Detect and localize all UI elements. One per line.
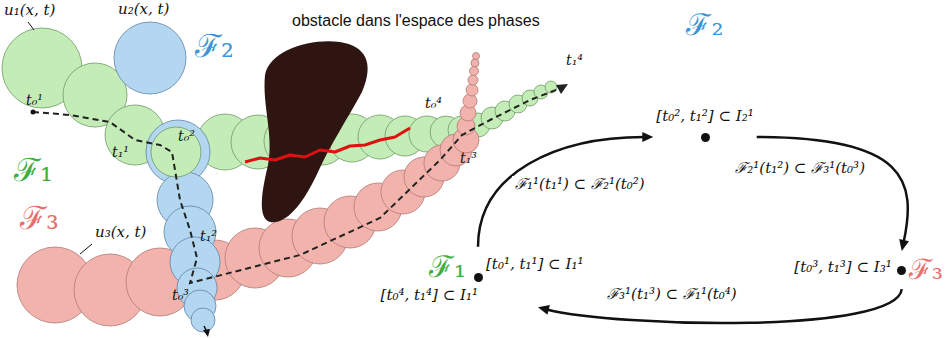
node-dot bbox=[897, 266, 906, 275]
arrowhead bbox=[642, 132, 653, 142]
node-dot bbox=[474, 273, 483, 282]
time-label: t₁³ bbox=[460, 150, 477, 166]
time-label: t₁¹ bbox=[112, 144, 129, 160]
edge-label: ℱ₂¹(t₁²) ⊂ ℱ₃¹(t₀³) bbox=[732, 160, 868, 177]
time-label: t₀² bbox=[178, 128, 195, 144]
pink-disc bbox=[468, 75, 478, 85]
cycle-arrow bbox=[757, 137, 908, 242]
pink-disc bbox=[473, 53, 480, 60]
intersection-line bbox=[245, 128, 410, 162]
leader-line bbox=[80, 244, 92, 254]
field-label: u₃(x, t) bbox=[95, 224, 146, 241]
node-dot bbox=[701, 133, 710, 142]
pink-disc bbox=[470, 67, 479, 76]
time-label: t₀¹ bbox=[26, 92, 43, 108]
time-label: t₁⁴ bbox=[566, 52, 583, 68]
family-label: ℱ₂ bbox=[195, 28, 234, 65]
obstacle-shape bbox=[262, 41, 368, 222]
pink-disc bbox=[471, 59, 479, 67]
interval-label: [t₀³, t₁³] ⊂ I₃¹ bbox=[794, 259, 891, 276]
cycle-node: ℱ₂ [t₀², t₁²] ⊂ I₂¹ bbox=[653, 5, 756, 147]
interval-label: [t₀¹, t₁¹] ⊂ I₁¹ bbox=[486, 256, 583, 273]
blue-disc bbox=[146, 120, 210, 184]
pink-tube bbox=[17, 53, 480, 327]
green-inner bbox=[151, 127, 201, 177]
pink-disc bbox=[463, 94, 477, 108]
node-title: ℱ₃ bbox=[909, 254, 943, 286]
field-label: u₂(x, t) bbox=[118, 1, 169, 18]
leader-line bbox=[28, 22, 34, 30]
cycle-node: ℱ₁ [t₀¹, t₁¹] ⊂ I₁¹ [t₀⁴, t₁⁴] ⊂ I₁¹ bbox=[378, 247, 587, 308]
trajectory-dashed bbox=[33, 88, 561, 283]
family-label: ℱ₁ bbox=[14, 152, 53, 189]
blue-disc bbox=[191, 308, 215, 332]
time-label: t₀⁴ bbox=[425, 95, 442, 111]
family-label: ℱ₃ bbox=[20, 200, 59, 237]
interval-label: [t₀⁴, t₁⁴] ⊂ I₁¹ bbox=[381, 287, 478, 304]
interval-label: [t₀², t₁²] ⊂ I₂¹ bbox=[656, 108, 753, 125]
node-title: ℱ₂ bbox=[686, 8, 723, 43]
edge-label: ℱ₃¹(t₁³) ⊂ ℱ₁¹(t₀⁴) bbox=[604, 286, 740, 303]
node-title: ℱ₁ bbox=[429, 250, 466, 285]
blue-disc bbox=[114, 22, 186, 94]
cycle-node: ℱ₃ [t₀³, t₁³] ⊂ I₃¹ bbox=[791, 251, 946, 289]
blue-tube bbox=[114, 22, 220, 332]
time-label: t₁² bbox=[200, 228, 217, 244]
field-label: u₁(x, t) bbox=[4, 2, 55, 19]
time-label: t₀³ bbox=[172, 287, 189, 303]
tube-arrowhead bbox=[203, 329, 210, 337]
obstacle-label: obstacle dans l'espace des phases bbox=[292, 12, 540, 30]
trajectory-arrowhead bbox=[556, 84, 568, 94]
trajectory-start bbox=[31, 110, 36, 115]
pink-disc bbox=[466, 84, 478, 96]
arrowhead bbox=[899, 239, 909, 251]
edge-label: ℱ₁¹(t₁¹) ⊂ ℱ₂¹(t₀²) bbox=[512, 176, 648, 193]
arrowhead bbox=[538, 305, 550, 315]
green-disc bbox=[151, 127, 201, 177]
